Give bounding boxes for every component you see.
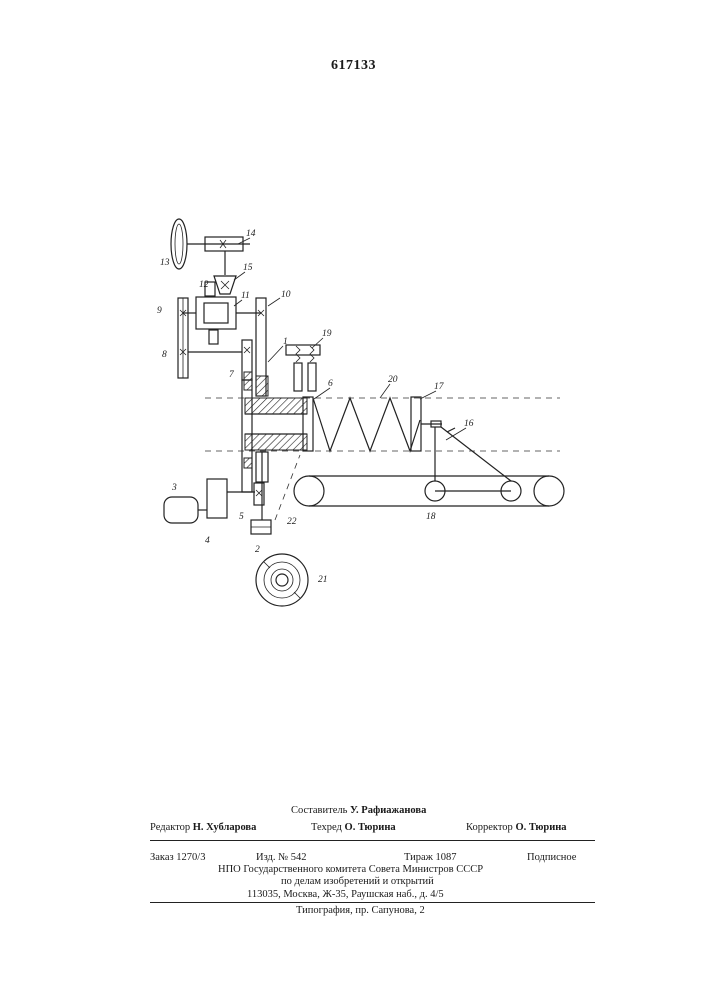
divider-top: [150, 840, 595, 841]
label-11: 11: [241, 291, 250, 301]
label-21: 21: [318, 575, 328, 585]
corrector-name: О. Тюрина: [515, 822, 566, 833]
label-5: 5: [239, 512, 244, 522]
handwheel: [171, 219, 250, 275]
clamp-springs: [286, 345, 320, 391]
order-number: Заказ 1270/3: [150, 852, 205, 863]
label-3: 3: [171, 483, 177, 493]
compiler-name: У. Рафиажанова: [350, 805, 426, 816]
editor-name: Н. Хубларова: [193, 822, 257, 833]
editor-label: Редактор: [150, 822, 190, 833]
label-10: 10: [281, 290, 291, 300]
editor-line: Редактор Н. Хубларова: [150, 822, 256, 833]
label-14: 14: [246, 229, 256, 239]
address: 113035, Москва, Ж-35, Раушская наб., д. …: [247, 889, 444, 900]
label-15: 15: [243, 263, 253, 273]
belt: [275, 455, 300, 520]
label-13: 13: [160, 258, 170, 268]
label-6: 6: [328, 379, 333, 389]
organization-line-1: НПО Государственного комитета Совета Мин…: [218, 864, 483, 875]
label-22: 22: [287, 517, 297, 527]
label-18: 18: [426, 512, 436, 522]
issue-number: Изд. № 542: [256, 852, 307, 863]
techred-name: О. Тюрина: [345, 822, 396, 833]
subscription: Подписное: [527, 852, 576, 863]
label-7: 7: [229, 370, 235, 380]
drive-unit: [164, 479, 271, 534]
gear-pair-left: [178, 298, 242, 378]
label-1: 1: [283, 337, 288, 347]
compiler-line: Составитель У. Рафиажанова: [291, 805, 426, 816]
label-2: 2: [255, 545, 260, 555]
label-9: 9: [157, 306, 162, 316]
printer-line: Типография, пр. Сапунова, 2: [296, 905, 425, 916]
wound-coil: [313, 397, 442, 451]
label-17: 17: [434, 382, 445, 392]
techred-line: Техред О. Тюрина: [311, 822, 396, 833]
corrector-line: Корректор О. Тюрина: [466, 822, 567, 833]
label-8: 8: [162, 350, 167, 360]
corrector-label: Корректор: [466, 822, 513, 833]
compiler-label: Составитель: [291, 805, 347, 816]
organization-line-2: по делам изобретений и открытий: [281, 876, 434, 887]
techred-label: Техред: [311, 822, 342, 833]
label-19: 19: [322, 329, 332, 339]
label-16: 16: [464, 419, 474, 429]
label-4: 4: [205, 536, 210, 546]
spool: [256, 554, 308, 606]
bevel-gear-assembly: [183, 276, 261, 344]
label-20: 20: [388, 375, 398, 385]
label-12: 12: [199, 280, 209, 290]
divider-bottom: [150, 902, 595, 903]
main-drum: [242, 372, 313, 520]
circulation: Тираж 1087: [404, 852, 457, 863]
